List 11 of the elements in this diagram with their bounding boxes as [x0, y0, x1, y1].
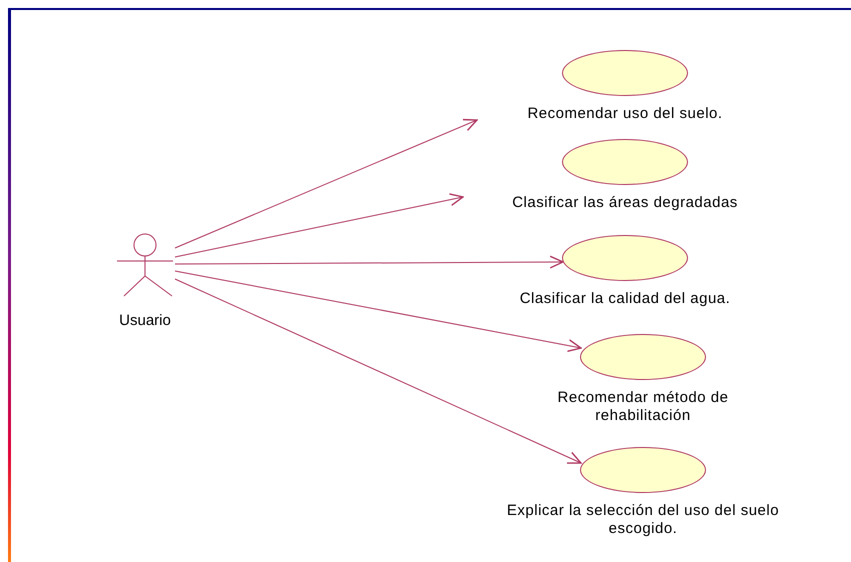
use-case-label: Clasificar las áreas degradadas [512, 194, 738, 212]
association-arrow [174, 270, 582, 352]
use-case-label: Recomendar método de rehabilitación [556, 389, 730, 425]
association-arrow [174, 118, 478, 248]
actor-label: Usuario [119, 312, 171, 330]
association-arrow [174, 278, 582, 464]
association-arrow [174, 256, 564, 269]
association-arrow [174, 193, 464, 258]
use-case-label: Recomendar uso del suelo. [527, 105, 723, 123]
use-case-label: Explicar la selección del uso del suelo escogido. [506, 502, 780, 538]
use-case-label: Clasificar la calidad del agua. [520, 290, 730, 308]
